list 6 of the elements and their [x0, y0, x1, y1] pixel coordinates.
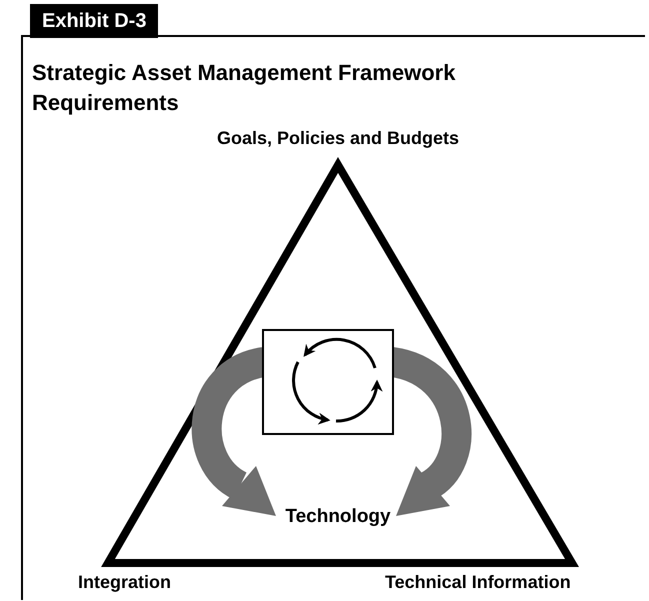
diagram-title: Strategic Asset Management Framework Requirements: [32, 59, 456, 117]
vertex-label: Technical Information: [385, 572, 571, 593]
vertex-label: Integration: [78, 572, 171, 593]
vertex-label: Goals, Policies and Budgets: [216, 128, 460, 149]
exhibit-tab: Exhibit D-3: [30, 4, 158, 38]
center-label: Technology: [285, 506, 391, 528]
